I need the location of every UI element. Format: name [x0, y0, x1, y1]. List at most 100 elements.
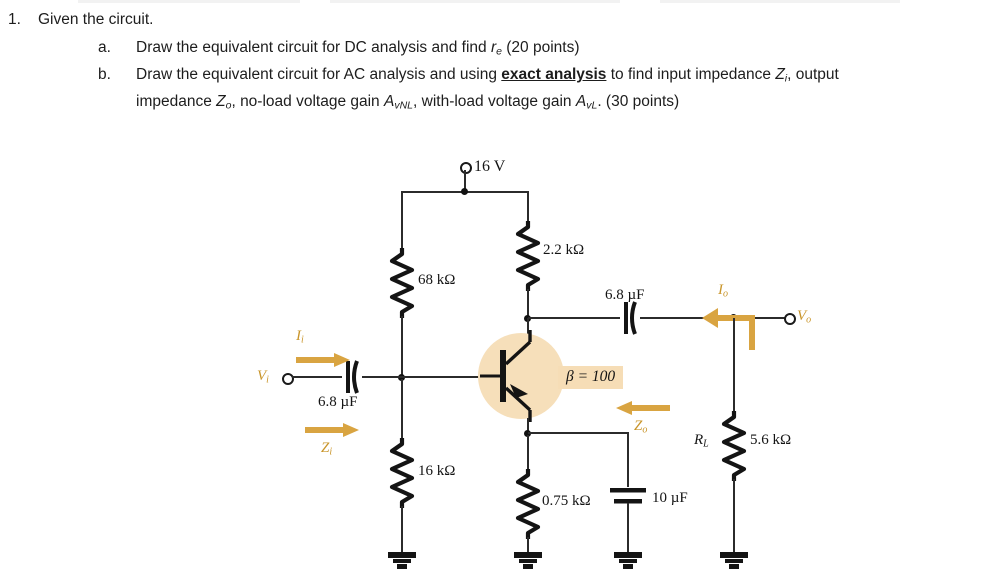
rc-bottom-wire [527, 289, 529, 321]
ii-current-arrow [296, 353, 350, 367]
rb1-bottom-wire [401, 316, 403, 381]
part-b-pre: Draw the equivalent circuit for AC analy… [136, 66, 502, 83]
rl-symbol: R [694, 432, 704, 448]
part-a-post: (20 points) [501, 39, 580, 56]
rl-name-label: RL [694, 432, 709, 450]
beta-value-label: β = 100 [558, 366, 624, 389]
part-b-l2-pre: impedance [136, 93, 217, 110]
vi-symbol: V [257, 368, 267, 384]
zo-subscript: o [642, 424, 648, 436]
resistor-0p75k-icon [515, 469, 541, 539]
emitter-node [524, 430, 531, 437]
resistor-2p2k-icon [515, 221, 541, 291]
vo-label: Vo [797, 308, 811, 326]
part-b-l2-mid2: , with-load voltage gain [413, 93, 576, 110]
part-b-mid: to find input impedance [606, 66, 776, 83]
page-top-artifact [0, 0, 993, 3]
capacitor-6p8uF-output-icon [624, 301, 637, 335]
part-b-emphasis: exact analysis [501, 66, 607, 83]
rl-top-wire [733, 318, 735, 411]
vo-terminal-icon [784, 313, 796, 325]
emitter-wire [527, 418, 529, 436]
ce-bottom-wire [627, 503, 629, 555]
part-b-l2-mid1: , no-load voltage gain [231, 93, 384, 110]
part-b-avnl: A [383, 93, 395, 110]
supply-terminal-icon [460, 162, 472, 174]
part-b-zo-subscript: o [225, 99, 232, 112]
part-b-marker: b. [98, 66, 111, 83]
question-number: 1. [8, 11, 21, 28]
part-b-post: , output [787, 66, 839, 83]
circuit-diagram: 16 V 68 kΩ 16 kΩ 2.2 kΩ [0, 130, 993, 577]
input-wire-left [292, 376, 342, 378]
vo-subscript: o [806, 314, 812, 326]
resistor-5p6k-icon [721, 411, 747, 481]
zi-subscript: i [329, 446, 333, 458]
ce-label: 10 µF [652, 490, 688, 506]
rb2-label: 16 kΩ [418, 463, 456, 479]
output-wire-left [528, 317, 620, 319]
question-title: Given the circuit. [38, 11, 154, 28]
ground-icon-ce [614, 552, 642, 569]
zo-symbol: Z [634, 418, 643, 434]
resistor-16k-icon [389, 438, 415, 508]
part-b-avl-subscript: vL [586, 99, 598, 112]
part-a-marker: a. [98, 39, 111, 56]
vi-subscript: i [266, 374, 269, 386]
rl-bottom-wire [733, 479, 735, 555]
rl-value-label: 5.6 kΩ [750, 432, 792, 448]
part-b-l2-post: . (30 points) [597, 93, 680, 110]
rb2-top-wire [401, 379, 403, 439]
part-b-avnl-subscript: vNL [394, 99, 414, 112]
io-subscript: o [723, 288, 728, 300]
supply-lead-wire [464, 170, 466, 192]
ground-icon-re [514, 552, 542, 569]
vo-symbol: V [797, 308, 807, 324]
ground-icon-bias [388, 552, 416, 569]
zi-label: Zi [321, 440, 332, 458]
part-b-zi: Z [775, 66, 785, 83]
zo-label: Zo [634, 418, 647, 436]
npn-transistor-icon [480, 330, 532, 422]
part-a-variable: r [490, 39, 497, 56]
ii-subscript: i [301, 334, 304, 346]
part-a-variable-subscript: e [496, 45, 502, 58]
capacitor-6p8uF-input-icon [346, 360, 359, 394]
part-a-pre: Draw the equivalent circuit for DC analy… [136, 39, 491, 56]
part-b-zo: Z [216, 93, 226, 110]
part-b-text-line1: Draw the equivalent circuit for AC analy… [136, 64, 839, 87]
part-a-text: Draw the equivalent circuit for DC analy… [136, 37, 580, 60]
rl-subscript: L [703, 438, 709, 450]
rb1-label: 68 kΩ [418, 272, 456, 288]
capacitor-10uF-icon [610, 488, 646, 504]
re-label: 0.75 kΩ [542, 493, 591, 509]
supply-voltage-label: 16 V [474, 158, 506, 175]
ground-icon-rl [720, 552, 748, 569]
io-label: Io [718, 282, 728, 300]
cin-label: 6.8 µF [318, 394, 358, 410]
zo-impedance-arrow [616, 401, 670, 415]
rc-top-wire [527, 191, 529, 221]
re-top-wire [527, 435, 529, 469]
base-wire [403, 376, 497, 378]
vi-label: Vi [257, 368, 269, 386]
rb2-bottom-wire [401, 506, 403, 555]
rb1-top-wire [401, 191, 403, 248]
cout-label: 6.8 µF [605, 287, 645, 303]
zi-impedance-arrow [305, 423, 359, 437]
resistor-68k-icon [389, 248, 415, 318]
ii-symbol: I [296, 328, 301, 344]
ii-label: Ii [296, 328, 304, 346]
io-current-arrow [702, 308, 755, 350]
emitter-bypass-wire [528, 432, 628, 434]
vi-terminal-icon [282, 373, 294, 385]
rc-label: 2.2 kΩ [543, 242, 585, 258]
supply-node [461, 188, 468, 195]
zi-symbol: Z [321, 440, 330, 456]
input-wire-right [362, 376, 404, 378]
part-b-avl: A [575, 93, 587, 110]
part-b-zi-subscript: i [784, 72, 788, 85]
io-symbol: I [718, 282, 723, 298]
part-b-text-line2: impedance Zo, no-load voltage gain AvNL,… [136, 91, 679, 114]
